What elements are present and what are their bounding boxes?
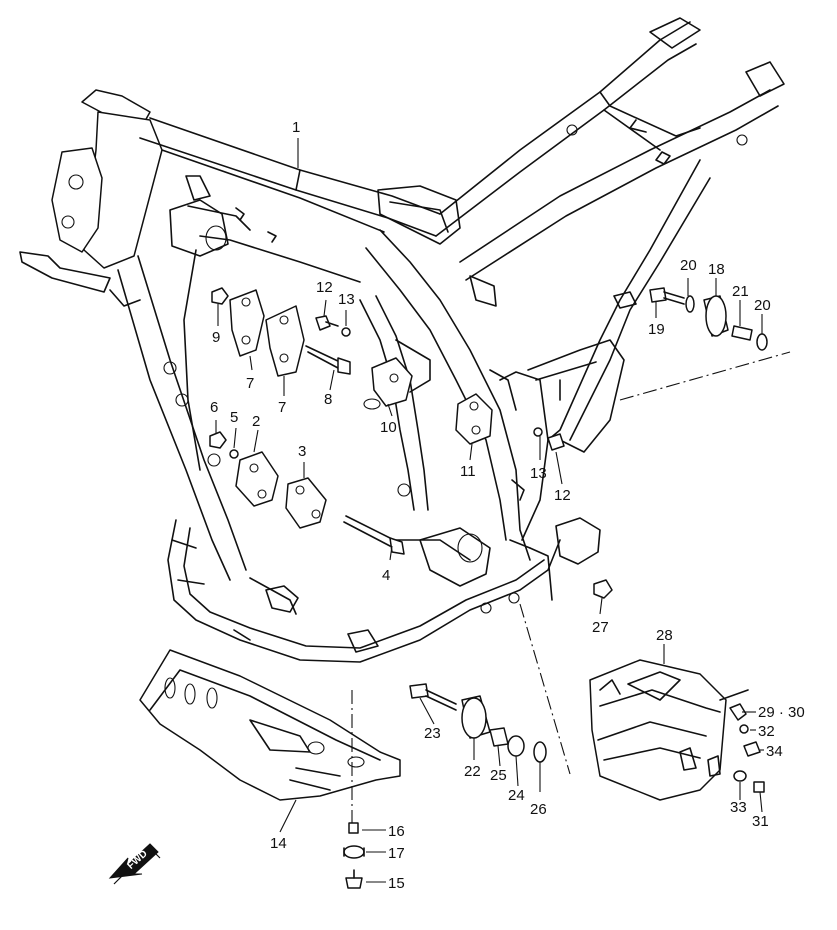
callout-26: 26 bbox=[530, 801, 547, 818]
callout-21: 21 bbox=[732, 283, 749, 300]
callout-6: 6 bbox=[210, 399, 218, 416]
callout-4: 4 bbox=[382, 567, 390, 584]
callout-25: 25 bbox=[490, 767, 507, 784]
callout-13-right: 13 bbox=[530, 465, 547, 482]
callout-20-right: 20 bbox=[754, 297, 771, 314]
main-frame bbox=[19, 17, 791, 663]
callout-32: 32 bbox=[758, 723, 775, 740]
leader-lines bbox=[215, 138, 764, 883]
callout-31: 31 bbox=[752, 813, 769, 830]
callout-14: 14 bbox=[270, 835, 287, 852]
callout-10: 10 bbox=[380, 419, 397, 436]
callout-2: 2 bbox=[252, 413, 260, 430]
callout-7-left: 7 bbox=[246, 375, 254, 392]
skid-plate bbox=[139, 649, 401, 830]
callout-12-right: 12 bbox=[554, 487, 571, 504]
callout-7-right: 7 bbox=[278, 399, 286, 416]
callout-28: 28 bbox=[656, 627, 673, 644]
callout-34: 34 bbox=[766, 743, 783, 760]
callout-20-left: 20 bbox=[680, 257, 697, 274]
callout-17: 17 bbox=[388, 845, 405, 862]
skid-plate-hardware bbox=[343, 822, 365, 889]
callout-9: 9 bbox=[212, 329, 220, 346]
fasteners bbox=[209, 287, 613, 599]
callout-22: 22 bbox=[464, 763, 481, 780]
callout-labels: 1 2 3 4 5 6 7 7 8 9 10 11 12 12 13 13 14… bbox=[210, 119, 805, 892]
callout-8: 8 bbox=[324, 391, 332, 408]
callout-33: 33 bbox=[730, 799, 747, 816]
callout-3: 3 bbox=[298, 443, 306, 460]
callout-11: 11 bbox=[460, 463, 476, 480]
callout-24: 24 bbox=[508, 787, 525, 804]
fwd-arrow-icon: FWD bbox=[108, 843, 161, 885]
engine-mount-plates bbox=[229, 289, 493, 529]
callout-12-left: 12 bbox=[316, 279, 333, 296]
callout-18: 18 bbox=[708, 261, 725, 278]
shock-mount-assembly bbox=[649, 287, 768, 351]
battery-box bbox=[589, 659, 765, 801]
callout-29-30: 29 · 30 bbox=[758, 704, 805, 721]
callout-16: 16 bbox=[388, 823, 405, 840]
callout-23: 23 bbox=[424, 725, 441, 742]
callout-13-left: 13 bbox=[338, 291, 355, 308]
callout-15: 15 bbox=[388, 875, 405, 892]
callout-27: 27 bbox=[592, 619, 609, 636]
callout-19: 19 bbox=[648, 321, 665, 338]
rubber-mount-assembly bbox=[409, 603, 571, 775]
callout-5: 5 bbox=[230, 409, 238, 426]
callout-1: 1 bbox=[292, 119, 300, 136]
